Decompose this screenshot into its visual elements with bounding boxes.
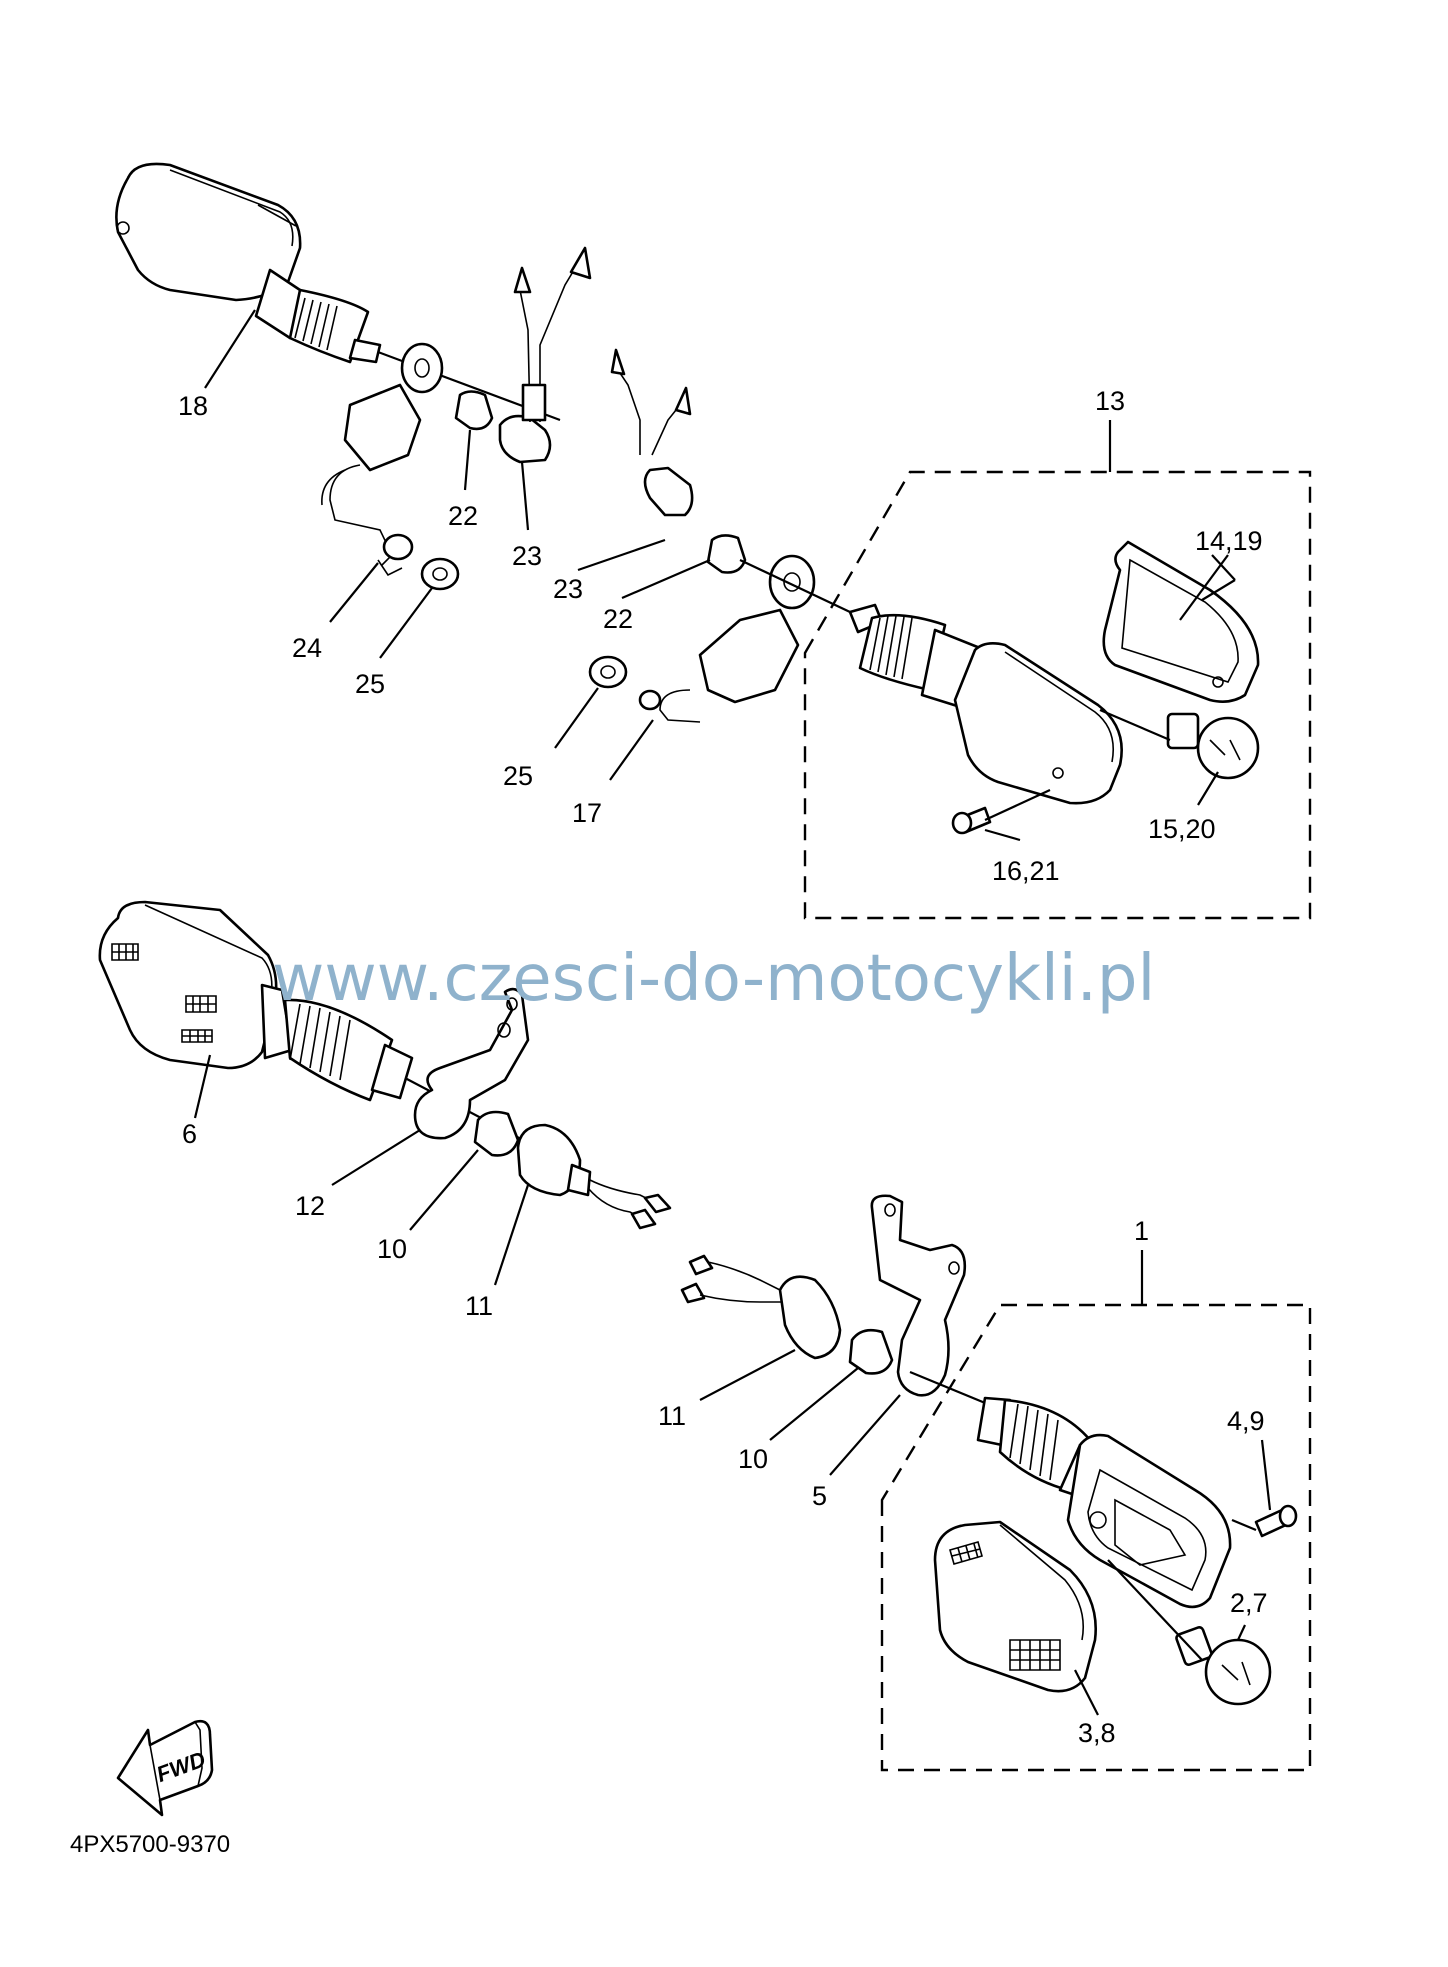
- nut-25: [420, 557, 460, 591]
- label-10a: 10: [377, 1234, 407, 1264]
- lens-14-19: [1102, 540, 1260, 703]
- label-23a: 23: [512, 541, 542, 571]
- rear-right-turn-signal-assembly: [588, 348, 1312, 920]
- bulb-2-7: [1204, 1638, 1272, 1706]
- assembly-box-13: [803, 470, 1312, 920]
- label-5: 5: [812, 1481, 827, 1511]
- label-13: 13: [1095, 386, 1125, 416]
- signal-housing-1: [1066, 1433, 1232, 1609]
- watermark: www.czesci-do-motocykli.pl: [272, 942, 1155, 1016]
- label-2-7: 2,7: [1230, 1588, 1268, 1618]
- front-left-turn-signal-assembly: [98, 900, 672, 1230]
- label-24: 24: [292, 633, 322, 663]
- fwd-arrow-icon: FWD: [116, 1720, 214, 1817]
- lens-3-8: [933, 1520, 1097, 1693]
- label-11b: 11: [658, 1401, 686, 1431]
- wire-grommet-23: [498, 414, 552, 464]
- label-25a: 25: [355, 669, 385, 699]
- bulb-15-20: [1196, 716, 1260, 780]
- label-12: 12: [295, 1191, 325, 1221]
- rear-left-turn-signal-assembly: [115, 162, 592, 591]
- callout-labels: 18 22 23 24 25 13 14,19 23 22 25 17 15,2…: [178, 386, 1268, 1748]
- label-18: 18: [178, 391, 208, 421]
- bracket-24: [343, 383, 422, 472]
- label-23b: 23: [553, 574, 583, 604]
- front-right-turn-signal-assembly: [680, 1194, 1312, 1772]
- wire-cover-11b: [778, 1275, 842, 1360]
- assembly-box-1: [880, 1303, 1312, 1772]
- label-4-9: 4,9: [1227, 1406, 1265, 1436]
- diagram-code: 4PX5700-9370: [70, 1831, 230, 1858]
- label-1: 1: [1134, 1216, 1149, 1246]
- turn-signal-lens-6: [98, 900, 278, 1070]
- signal-housing-13: [953, 642, 1123, 805]
- washer: [400, 342, 444, 394]
- bracket-17: [698, 608, 800, 704]
- label-15-20: 15,20: [1148, 814, 1216, 844]
- label-10b: 10: [738, 1444, 768, 1474]
- grommet-22: [454, 390, 494, 431]
- label-11a: 11: [465, 1291, 493, 1321]
- label-17: 17: [572, 798, 602, 828]
- label-22a: 22: [448, 501, 478, 531]
- stay-bracket-5: [870, 1194, 967, 1397]
- label-16-21: 16,21: [992, 856, 1060, 886]
- label-22b: 22: [603, 604, 633, 634]
- grommet-10b: [848, 1328, 894, 1375]
- leader-lines: [193, 309, 1272, 1716]
- label-14-19: 14,19: [1195, 526, 1263, 556]
- label-3-8: 3,8: [1078, 1718, 1116, 1748]
- label-6: 6: [182, 1119, 197, 1149]
- stay-bracket-12: [413, 987, 530, 1140]
- wire-cover-11: [516, 1123, 582, 1197]
- label-25b: 25: [503, 761, 533, 791]
- grommet-10: [473, 1110, 520, 1157]
